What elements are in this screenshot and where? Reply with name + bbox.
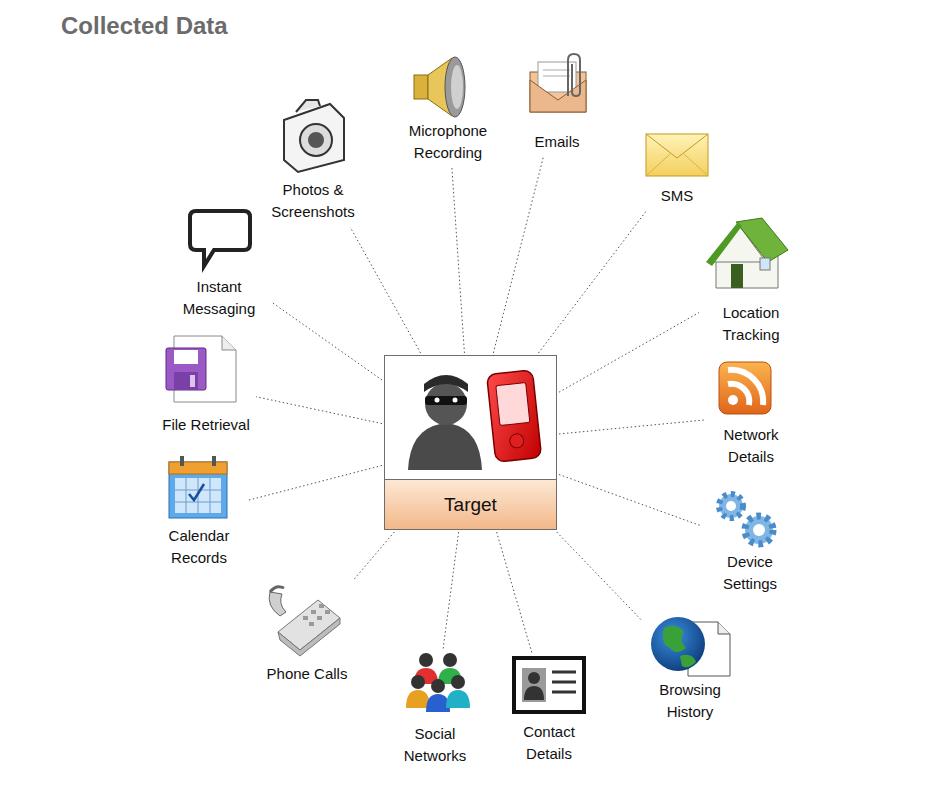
data-item: Contact Details	[503, 656, 595, 767]
contact-card-icon	[514, 658, 584, 712]
item-label: File Retrieval	[162, 414, 250, 436]
data-item: Calendar Records	[153, 455, 245, 571]
dotted-connector	[497, 532, 533, 654]
target-box: Target	[384, 355, 557, 530]
dotted-connector	[272, 302, 382, 380]
item-label: Emails	[534, 131, 579, 153]
telephone-icon	[269, 587, 340, 656]
data-item: SMS	[640, 132, 714, 209]
item-label: SMS	[661, 185, 694, 207]
target-label: Target	[385, 479, 556, 529]
dotted-connector	[538, 211, 646, 353]
gears-icon	[719, 494, 773, 544]
calendar-icon	[169, 456, 227, 518]
dotted-connector	[353, 532, 394, 580]
globe-page-icon	[651, 617, 730, 676]
data-item: Device Settings	[704, 490, 796, 597]
email-icon	[530, 54, 586, 112]
dotted-connector	[256, 397, 382, 424]
diagram-title: Collected Data	[61, 12, 228, 40]
item-label: Calendar Records	[157, 525, 241, 569]
item-label: Browsing History	[648, 679, 732, 723]
dotted-connector	[247, 465, 382, 500]
data-item: Photos & Screenshots	[260, 96, 366, 225]
dotted-connector	[559, 313, 699, 393]
data-item: Instant Messaging	[168, 208, 270, 322]
item-label: Location Tracking	[705, 302, 797, 346]
item-label: Social Networks	[393, 723, 477, 767]
rss-icon	[719, 362, 771, 414]
item-label: Device Settings	[708, 551, 792, 595]
data-item: Browsing History	[644, 616, 736, 725]
item-label: Instant Messaging	[172, 276, 266, 320]
data-item: Location Tracking	[701, 218, 801, 348]
target-illustration	[385, 356, 556, 481]
camera-icon	[284, 100, 344, 172]
house-icon	[706, 218, 788, 288]
social-people-icon	[406, 653, 470, 712]
data-item: Phone Calls	[263, 582, 352, 687]
item-label: Phone Calls	[267, 663, 348, 685]
dotted-connector	[559, 420, 704, 434]
item-label: Contact Details	[507, 721, 591, 765]
item-label: Microphone Recording	[400, 120, 496, 164]
data-item: File Retrieval	[158, 334, 254, 438]
dotted-connector	[557, 532, 642, 621]
dotted-connector	[443, 532, 459, 649]
data-item: Network Details	[706, 361, 796, 470]
dotted-connector	[452, 168, 465, 353]
dotted-connector	[350, 227, 420, 353]
dotted-connector	[493, 157, 543, 353]
dotted-connector	[559, 474, 702, 526]
data-item: Microphone Recording	[396, 54, 500, 166]
sms-icon	[646, 134, 708, 176]
chat-bubble-icon	[190, 211, 250, 266]
file-icon	[166, 336, 236, 402]
item-label: Network Details	[710, 424, 792, 468]
item-label: Photos & Screenshots	[264, 179, 362, 223]
speaker-icon	[414, 57, 465, 117]
data-item: Emails	[522, 52, 592, 155]
data-item: Social Networks	[389, 651, 481, 769]
